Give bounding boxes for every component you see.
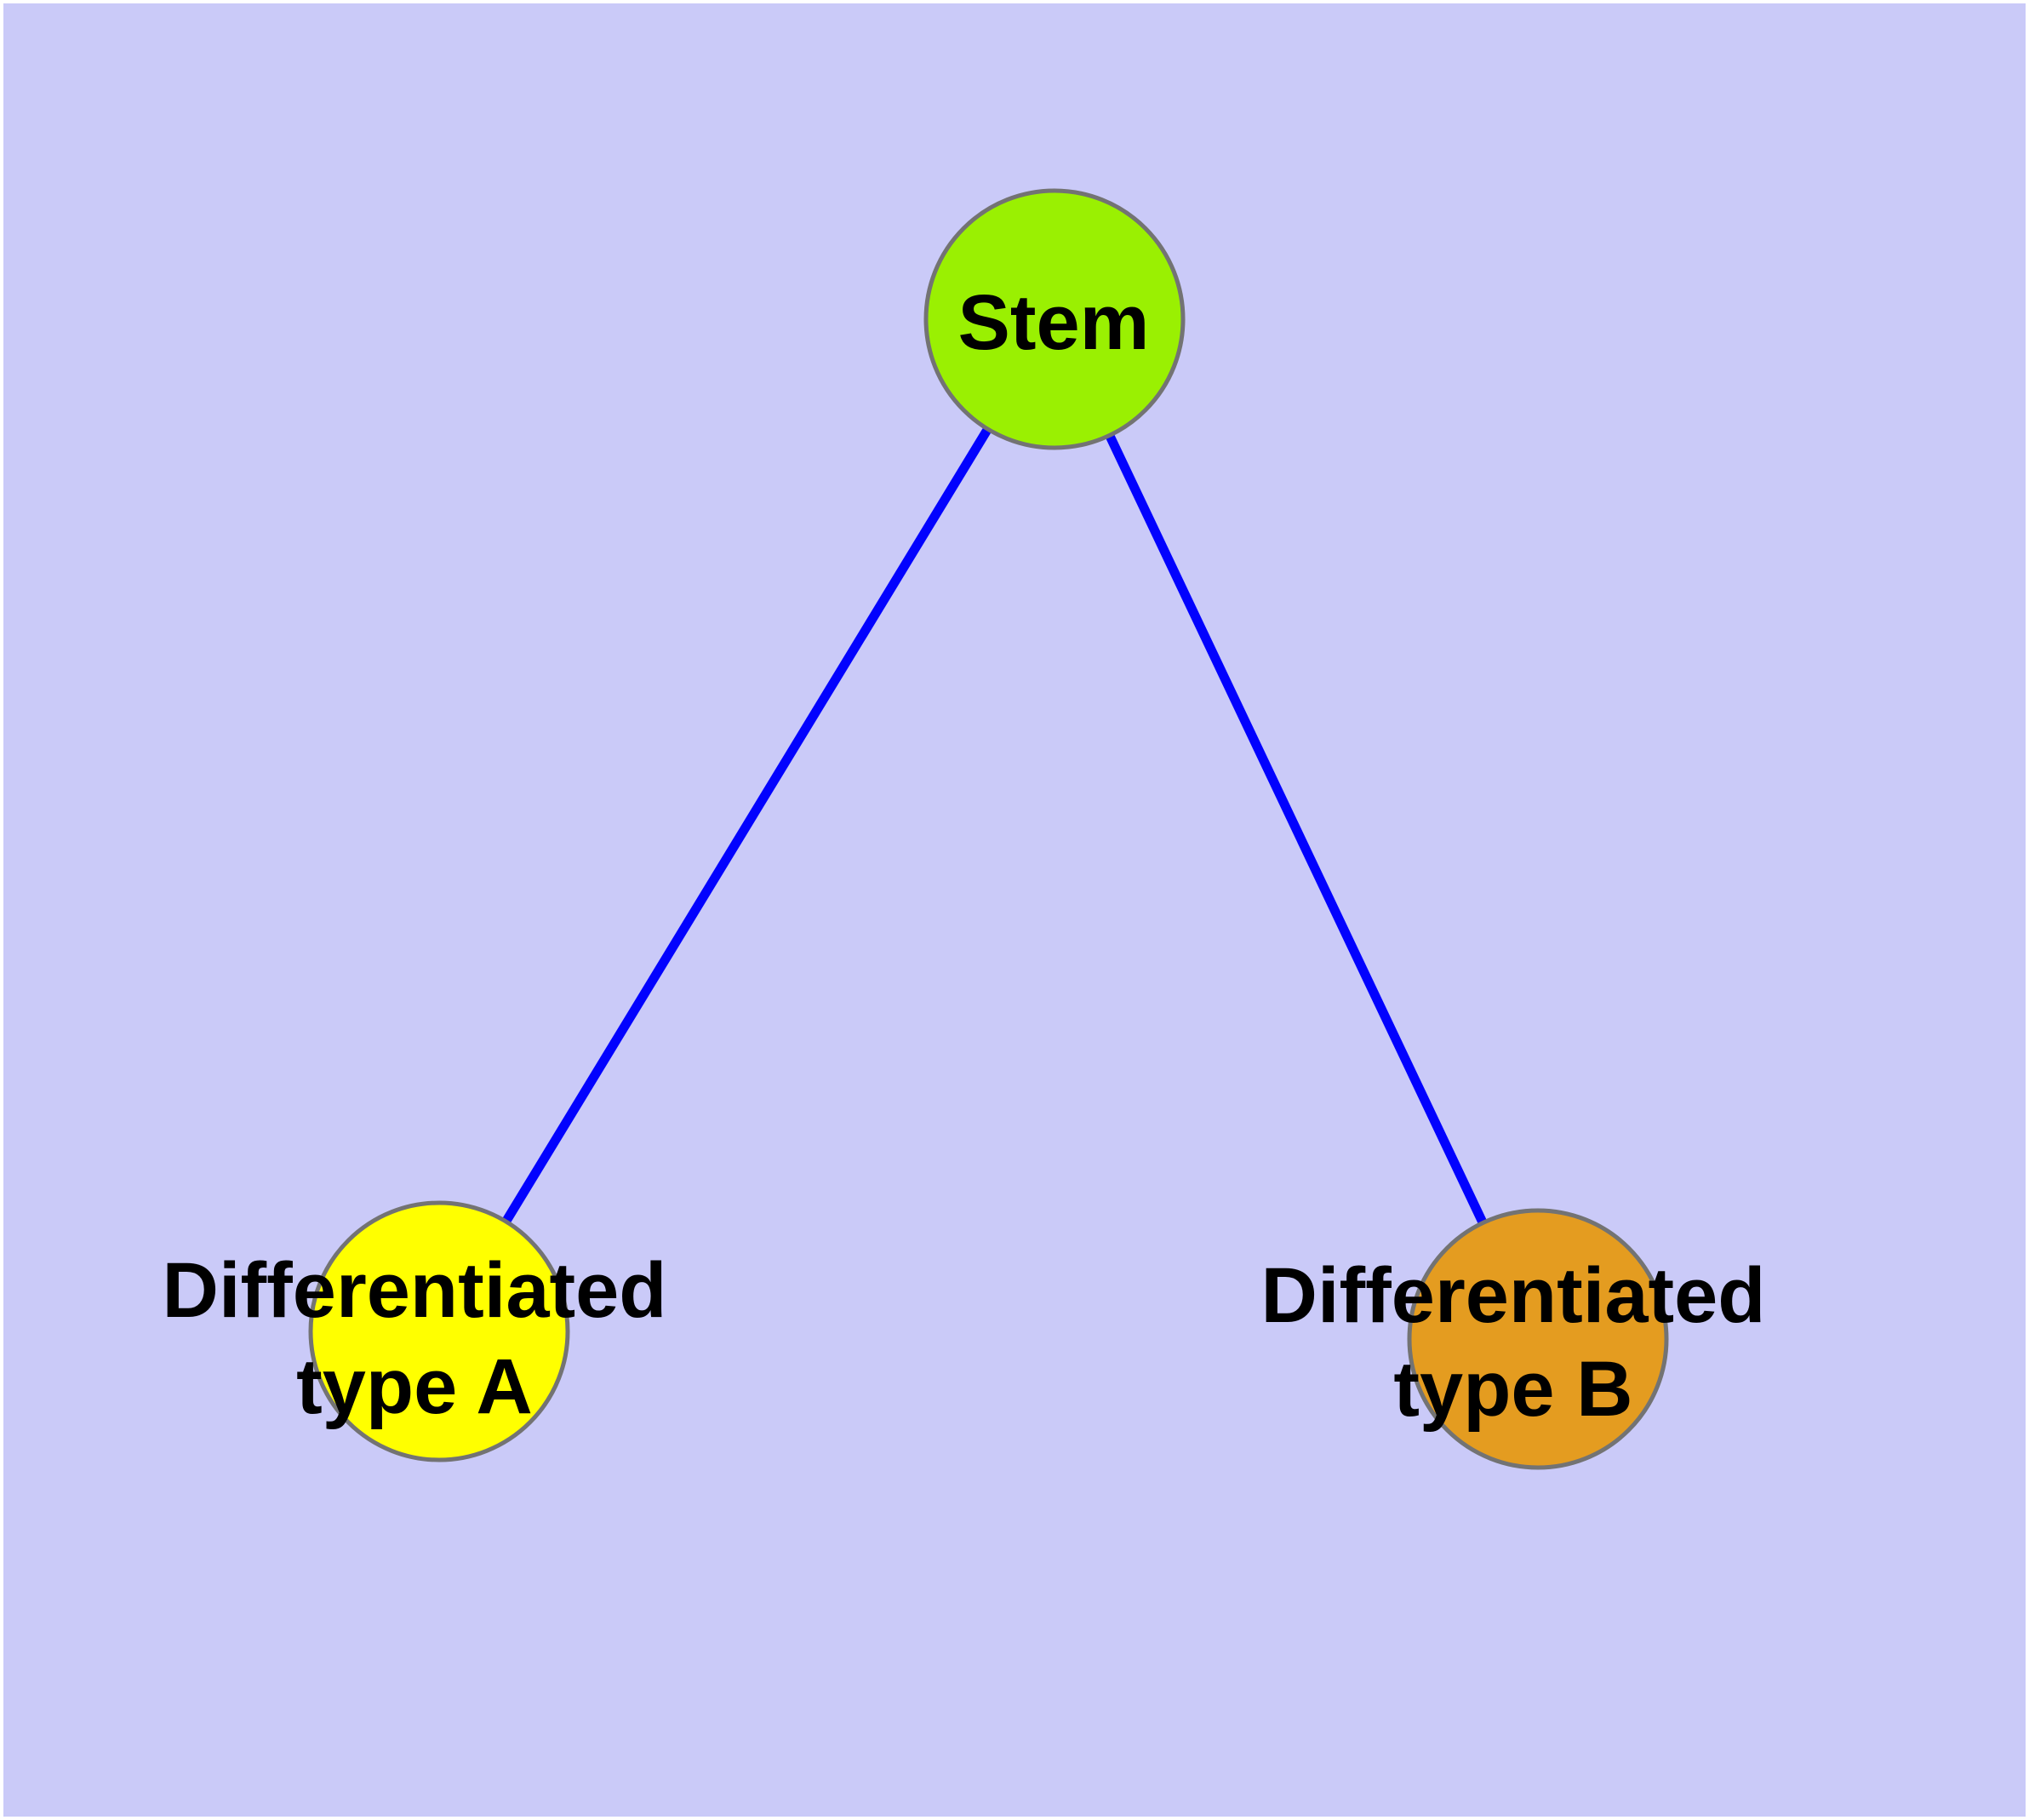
node-label-differentiated-type-a-line-1: Differentiated [163,1247,667,1334]
edge-stem-to-differentiated-type-b [1050,317,1542,1342]
node-differentiated-type-b [1407,1208,1669,1470]
node-label-differentiated-type-a-line-2: type A [296,1343,533,1430]
edge-stem-to-differentiated-type-a [435,317,1059,1334]
node-label-differentiated-type-b-line-2: type B [1393,1346,1632,1433]
node-label-stem-line-1: Stem [958,279,1150,366]
node-stem [923,188,1186,450]
node-differentiated-type-a [308,1200,570,1462]
node-label-differentiated-type-b-line-1: Differentiated [1261,1252,1766,1339]
